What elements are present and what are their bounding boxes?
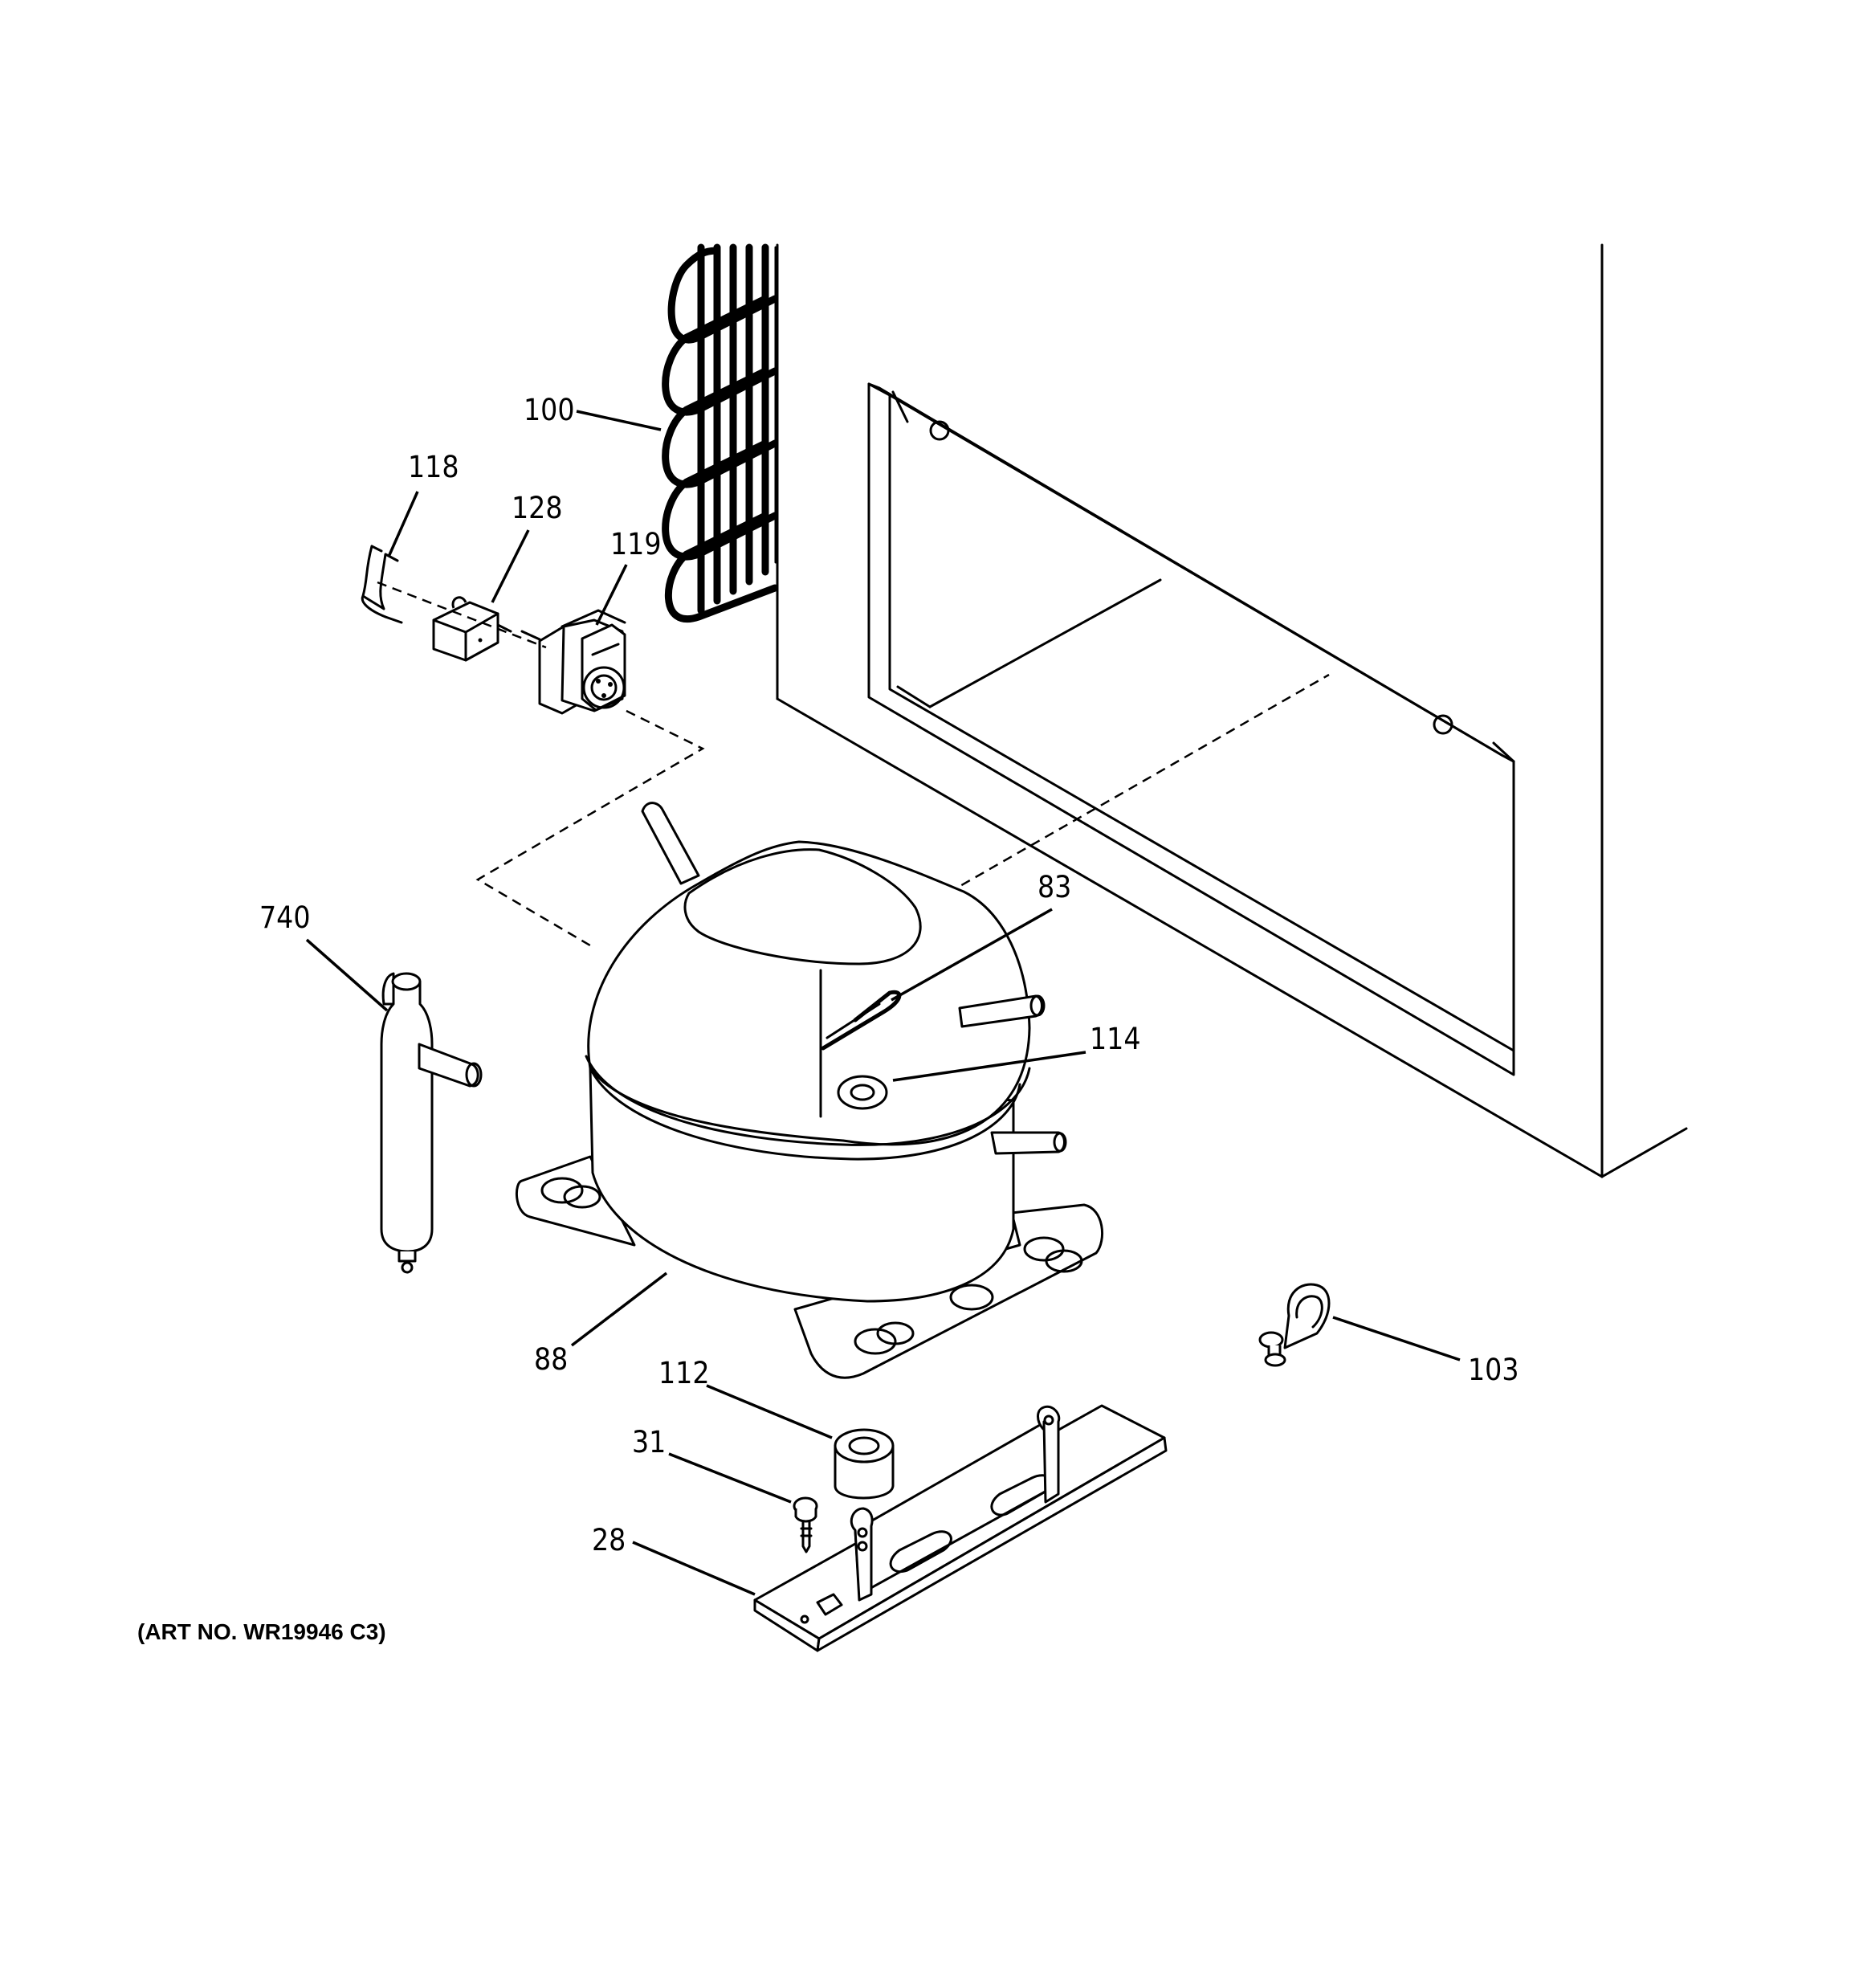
callout-118: 118 xyxy=(408,450,459,484)
callout-100: 100 xyxy=(524,393,575,427)
mounting-bracket xyxy=(753,1404,1168,1652)
art-number: (ART NO. WR19946 C3) xyxy=(137,1619,386,1644)
leader-lines xyxy=(305,410,1461,1596)
callout-31: 31 xyxy=(632,1425,666,1459)
start-relay xyxy=(520,609,626,715)
callout-83: 83 xyxy=(1037,870,1071,904)
overload-clip xyxy=(361,545,403,624)
callout-740: 740 xyxy=(259,900,311,935)
cabinet-body xyxy=(776,243,1688,1178)
callout-128: 128 xyxy=(512,491,563,525)
screw xyxy=(793,1496,818,1553)
condenser-coil xyxy=(662,243,779,623)
callout-103: 103 xyxy=(1468,1353,1519,1387)
callout-88: 88 xyxy=(534,1342,568,1377)
callout-119: 119 xyxy=(610,527,662,561)
drier xyxy=(380,972,483,1274)
callout-114: 114 xyxy=(1090,1022,1141,1056)
overload-protector xyxy=(432,596,512,662)
grommet xyxy=(834,1428,895,1500)
tubing-clamp xyxy=(1258,1283,1331,1367)
callout-112: 112 xyxy=(658,1356,710,1390)
callout-labels: 100 118 128 119 740 83 114 88 112 31 28 … xyxy=(259,393,1519,1557)
callout-28: 28 xyxy=(592,1523,626,1557)
compressor xyxy=(515,802,1104,1379)
